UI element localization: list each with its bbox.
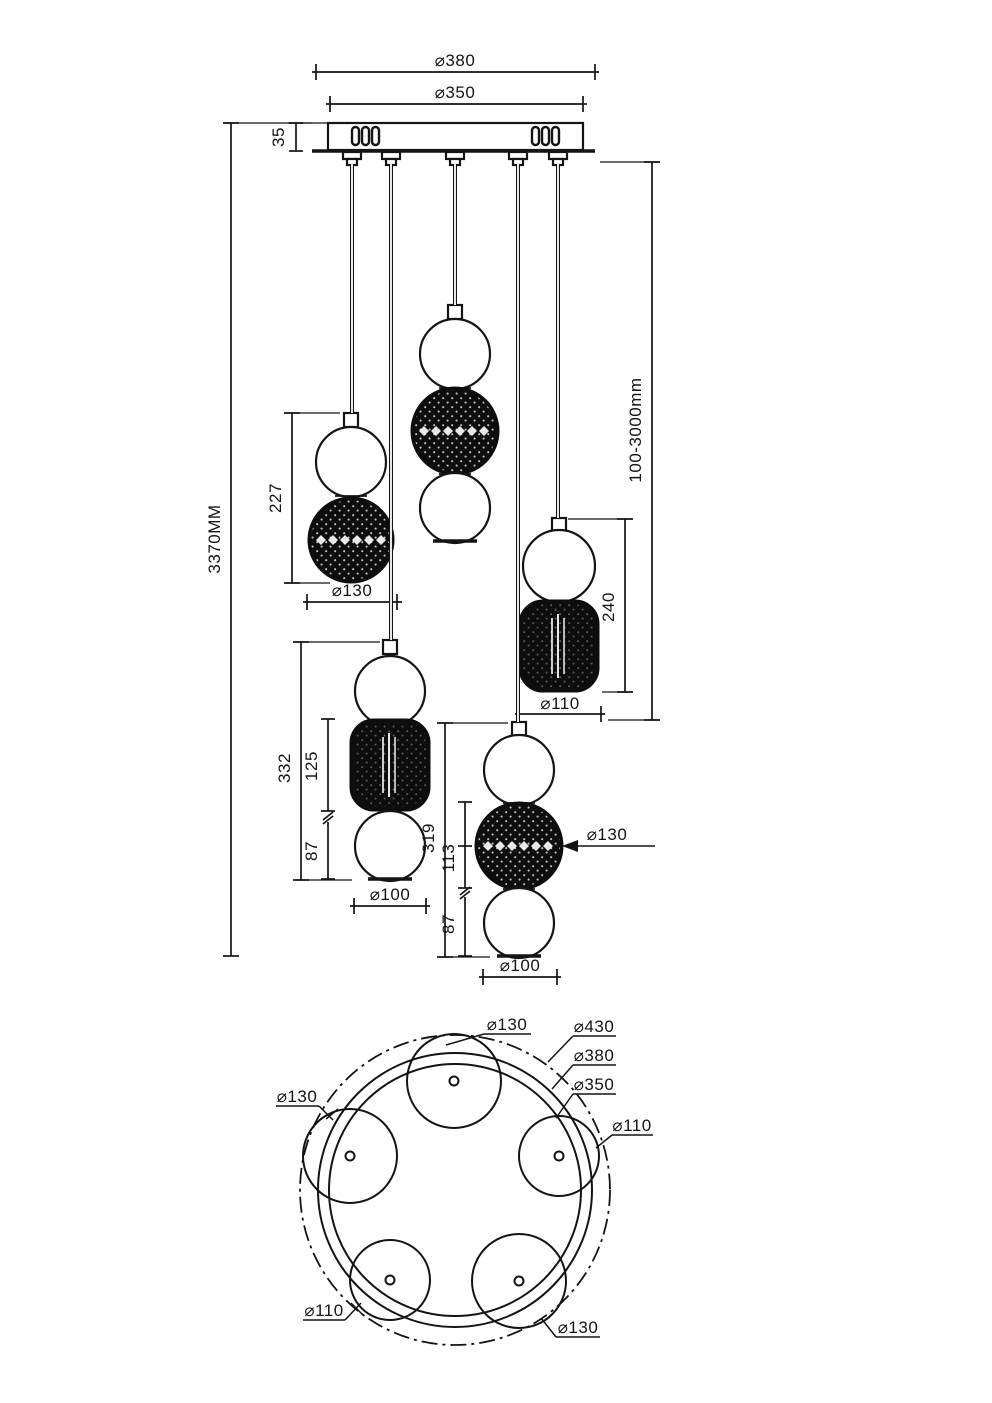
plan-view: ⌀130 ⌀430 ⌀380 ⌀350 ⌀110 ⌀130 [276,1015,653,1346]
pendant-2-glass-ball-bottom [353,809,427,883]
dim-100b-label: ⌀100 [500,956,541,975]
dim-pendant-5-dia: ⌀100 [479,956,561,985]
pendant-3-glass-ball-bottom [418,471,492,545]
cord-grips [341,150,569,167]
pendant-4-glass-ball [521,528,597,604]
plan-lamp-left [302,1108,398,1204]
pendant-2 [349,638,431,883]
dim-332-label: 332 [275,753,294,783]
plan-lamp-right [518,1115,600,1197]
dim-100-label: ⌀100 [370,885,411,904]
dim-87b-label: 87 [439,914,458,934]
elevation-view: ⌀380 ⌀350 [205,51,660,985]
canopy [312,121,595,167]
pendant-2-connector [381,638,399,656]
dim-pendant-1-dia: ⌀130 [303,581,402,610]
svg-text:⌀110: ⌀110 [304,1301,343,1320]
plan-label-bottom-right: ⌀130 [540,1317,600,1338]
dim-pendant-2-shade-ball: 125 87 [302,718,335,880]
dim-pendant-2-height: 332 [275,641,380,881]
plan-label-trim: ⌀430 [547,1017,616,1063]
dim-pendant-5-shade-dia-leader: ⌀130 [562,825,655,852]
dim-pendant-5-height: 319 [419,722,508,958]
plan-label-canopy: ⌀380 [551,1046,616,1090]
dim-canopy-380: ⌀380 [312,51,599,80]
pendant-5 [474,720,564,960]
dim-pendant-1-height: 227 [266,412,340,584]
dim-113-label: 113 [439,844,458,873]
plan-label-left: ⌀130 [276,1087,339,1121]
dim-227-label: 227 [266,483,285,513]
dim-35-label: 35 [269,127,288,147]
plan-lamp-bottom-left [349,1239,431,1321]
pendant-5-glass-ball-bottom [482,886,556,960]
svg-text:⌀110: ⌀110 [612,1116,651,1135]
dim-380-label: ⌀380 [435,51,476,70]
pendant-2-glass-ball-top [353,654,427,728]
svg-text:⌀130: ⌀130 [558,1318,599,1337]
pendant-5-glass-ball-top [482,733,556,807]
dim-overall-height: 3370MM [205,122,312,957]
dim-110-label: ⌀110 [540,694,579,713]
dim-3370-label: 3370MM [205,504,224,573]
suspension-cables [350,164,560,722]
vent-slots-right [530,125,561,147]
pendant-1 [307,411,395,584]
plan-lamp-bottom-right [471,1233,567,1329]
dim-pendant-5-shade-ball: 113 87 [439,801,472,957]
dim-87-label: 87 [302,841,321,861]
dim-125-label: 125 [302,751,321,781]
plan-label-mount: ⌀350 [555,1075,616,1119]
dim-range-label: 100-3000mm [626,377,645,482]
svg-text:⌀380: ⌀380 [574,1046,615,1065]
pendant-3 [410,303,500,545]
svg-text:⌀430: ⌀430 [574,1017,615,1036]
pendant-3-glass-ball-top [418,317,492,391]
leader-arrow [562,840,578,852]
dim-130b-label: ⌀130 [587,825,628,844]
svg-text:⌀130: ⌀130 [487,1015,528,1034]
svg-text:⌀130: ⌀130 [277,1087,318,1106]
plan-lamp-top [406,1033,502,1129]
pendant-1-connector [342,411,360,429]
dim-350-label: ⌀350 [435,83,476,102]
dim-240-label: 240 [599,592,618,622]
svg-text:⌀350: ⌀350 [574,1075,615,1094]
dim-suspension-range: 100-3000mm [600,161,660,721]
pendant-4 [518,516,600,693]
pendant-1-glass-ball [314,425,388,499]
plan-label-top: ⌀130 [445,1015,531,1046]
dim-canopy-350: ⌀350 [326,83,587,112]
plan-label-right: ⌀110 [595,1116,653,1149]
dim-319-label: 319 [419,823,438,853]
dim-pendant-2-dia: ⌀100 [350,885,430,914]
dim-130-label: ⌀130 [332,581,373,600]
dim-pendant-4-height: 240 [568,518,633,693]
vent-slots-left [350,125,381,147]
plan-label-bottom-left: ⌀110 [303,1301,364,1321]
pendant-3-connector [446,303,464,321]
